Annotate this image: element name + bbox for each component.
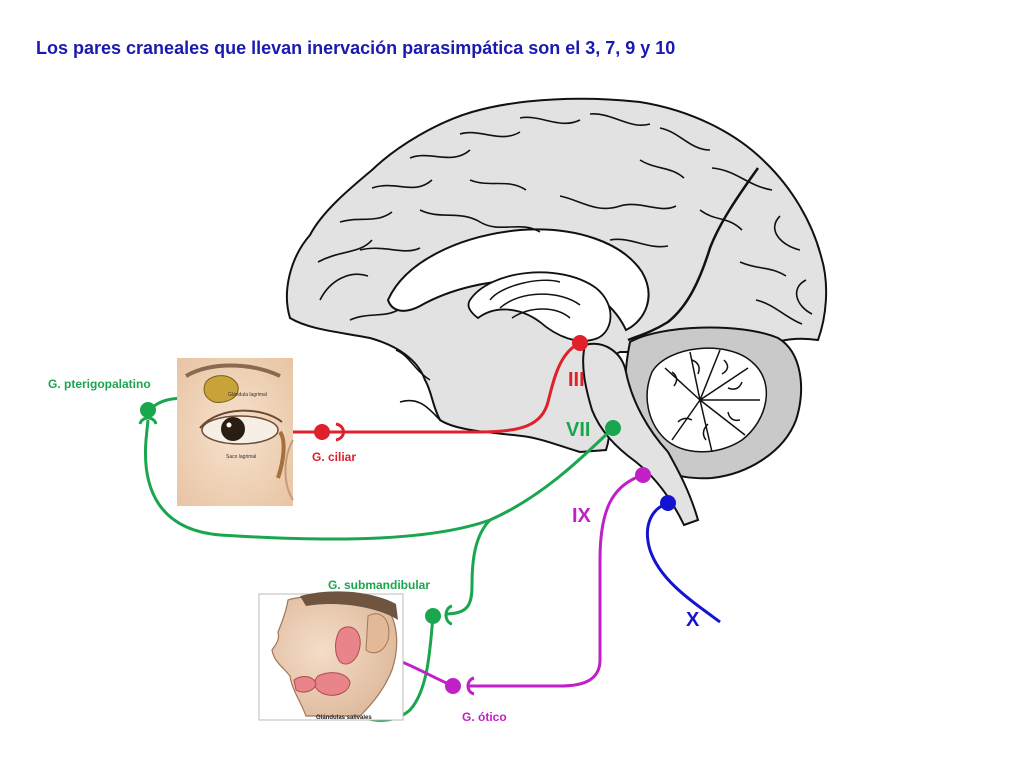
lacrimal-gland	[203, 375, 239, 403]
nerve-vii-branch-submandibular	[444, 518, 492, 616]
fornix	[489, 279, 581, 319]
nerve-x-pathway	[645, 501, 721, 624]
nerve-vii-pathway	[143, 419, 615, 541]
salivary-glands-label: Glándulas salivales	[316, 715, 372, 721]
parotid-gland	[335, 626, 361, 665]
eye-iris	[221, 417, 245, 441]
ear	[365, 613, 390, 654]
pterygopalatine-ganglion	[140, 402, 156, 418]
nerve-iii-label: III	[568, 369, 585, 391]
otic-ganglion	[445, 678, 461, 694]
nerve-x-nucleus	[660, 495, 676, 511]
otic-synapse-terminal	[466, 676, 475, 696]
submandibular-gland	[314, 672, 351, 696]
eye-highlight	[226, 422, 232, 428]
brain-sulci	[317, 113, 813, 421]
nerve-iii-nucleus	[572, 335, 588, 351]
nerve-vii-label: VII	[566, 419, 590, 441]
submandibular-ganglion	[425, 608, 441, 624]
brainstem	[582, 342, 700, 527]
otic-ganglion-label: G. ótico	[462, 710, 507, 724]
eyelid-upper	[199, 409, 283, 429]
hair	[300, 591, 398, 620]
pterygopalatine-ganglion-label: G. pterigopalatino	[48, 377, 151, 391]
nerve-vii-nucleus	[605, 420, 621, 436]
lacrimal-duct	[276, 430, 286, 479]
nerve-ix-label: IX	[572, 505, 592, 527]
cerebellum-folia	[664, 349, 760, 453]
brain	[286, 97, 828, 527]
parieto-occipital-sulcus	[627, 167, 760, 342]
lacrimal-sac-label: Saco lagrimal	[226, 454, 256, 460]
eyebrow	[184, 363, 281, 378]
face-inset: Glándulas salivales	[258, 591, 404, 721]
slide-title: Los pares craneales que llevan inervació…	[36, 38, 676, 58]
nerve-x-label: X	[686, 609, 700, 631]
ciliary-ganglion-label: G. ciliar	[312, 450, 356, 464]
nerve-ix-nucleus	[635, 467, 651, 483]
cheek-contour	[284, 439, 294, 501]
eye-inset: Glándula lagrimal Saco lagrimal	[177, 358, 294, 506]
sublingual-gland	[293, 676, 317, 693]
submandibular-ganglion-label: G. submandibular	[328, 578, 430, 592]
nerve-iii-pathway	[322, 341, 581, 434]
ciliary-synapse-terminal	[335, 422, 348, 442]
nerve-ix-pathway	[468, 473, 644, 688]
submandibular-synapse-terminal	[444, 604, 453, 626]
lacrimal-gland-label: Glándula lagrimal	[228, 392, 267, 398]
ciliary-ganglion	[314, 424, 330, 440]
